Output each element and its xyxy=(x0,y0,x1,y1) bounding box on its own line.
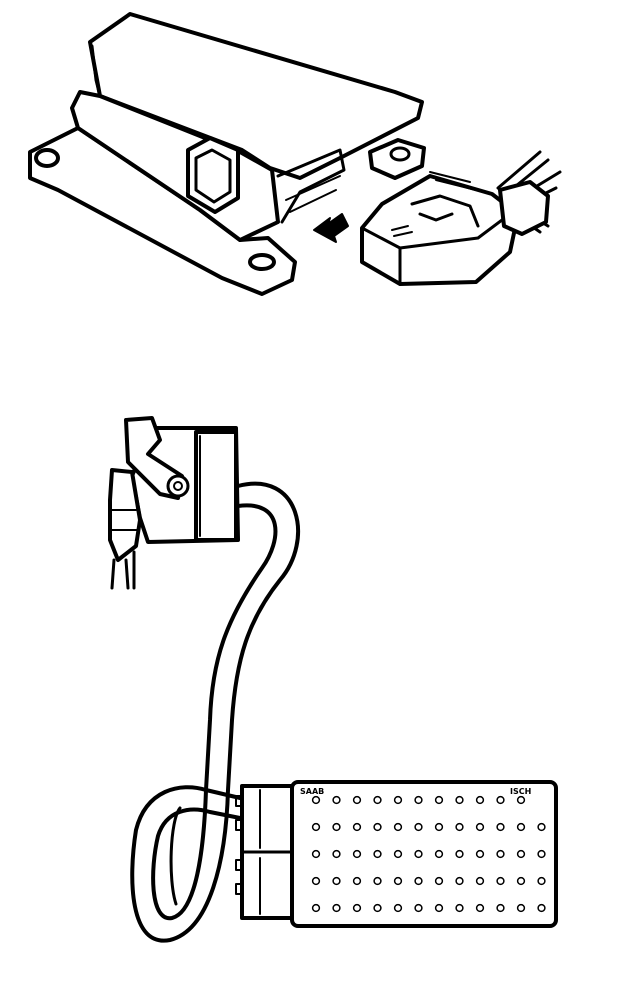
cable-inner xyxy=(151,503,278,921)
adapter-pin xyxy=(352,795,362,805)
connector-latch xyxy=(410,194,480,228)
module-lid-edge xyxy=(90,44,102,98)
adapter-pin xyxy=(414,795,423,805)
adapter-pin xyxy=(516,795,526,805)
adapter-pin xyxy=(332,822,341,832)
adapter-pin xyxy=(475,903,485,913)
adapter-pin xyxy=(537,822,546,832)
adapter-pin xyxy=(496,849,505,859)
adapter-pin xyxy=(311,903,321,913)
adapter-pin xyxy=(373,849,382,859)
adapter-plug-teeth xyxy=(235,789,261,915)
adapter-pin xyxy=(332,849,341,859)
connector-front-face xyxy=(360,212,512,286)
module-boss-inner xyxy=(194,148,232,204)
adapter-pin xyxy=(516,903,526,913)
adapter-pin xyxy=(373,822,382,832)
adapter-pin xyxy=(496,795,505,805)
control-module xyxy=(28,12,426,296)
adapter-label-right: ISCH xyxy=(510,787,531,796)
adapter-pin xyxy=(516,876,526,886)
adapter-pin xyxy=(352,876,362,886)
adapter-pin xyxy=(434,903,444,913)
right-mounting-hole xyxy=(389,146,411,162)
adapter-pin xyxy=(352,903,362,913)
front-mounting-hole xyxy=(248,253,276,271)
adapter-pin xyxy=(373,795,382,805)
adapter-board xyxy=(235,780,558,928)
adapter-pin xyxy=(475,849,485,859)
connector-body xyxy=(360,174,520,286)
adapter-label-left: SAAB xyxy=(300,787,324,796)
adapter-pin xyxy=(455,849,464,859)
adapter-board-panel xyxy=(290,780,558,928)
adapter-pin xyxy=(475,795,485,805)
adapter-pin xyxy=(537,876,546,886)
adapter-pin xyxy=(311,876,321,886)
module-socket-lines xyxy=(285,175,341,213)
lever-pivot xyxy=(166,474,190,498)
adapter-pin xyxy=(434,849,444,859)
lever-pivot-center xyxy=(173,481,183,491)
adapter-pin xyxy=(496,876,505,886)
adapter-pin xyxy=(455,876,464,886)
adapter-pin xyxy=(414,849,423,859)
adapter-pin xyxy=(332,876,341,886)
connector-pin-strip xyxy=(391,171,477,237)
adapter-pin xyxy=(352,849,362,859)
cable-loop-inner xyxy=(169,806,182,906)
adapter-pin xyxy=(393,903,403,913)
adapter-pin xyxy=(393,849,403,859)
head-cable-exit xyxy=(110,550,136,590)
adapter-pin xyxy=(434,876,444,886)
adapter-pin xyxy=(332,795,341,805)
adapter-pin xyxy=(414,903,423,913)
adapter-pin xyxy=(496,903,505,913)
adapter-pin xyxy=(434,795,444,805)
adapter-pin xyxy=(414,822,423,832)
adapter-pin xyxy=(393,822,403,832)
adapter-cable xyxy=(130,481,301,943)
adapter-pin xyxy=(516,849,526,859)
harness-connector xyxy=(360,150,562,286)
adapter-pin xyxy=(414,876,423,886)
adapter-pin xyxy=(496,822,505,832)
cable-outer xyxy=(130,481,301,943)
insert-direction-arrow xyxy=(313,213,349,243)
connector-wire-boot xyxy=(498,180,550,236)
adapter-pin xyxy=(311,795,321,805)
adapter-pin xyxy=(475,822,485,832)
head-strain-relief xyxy=(108,468,142,562)
adapter-pin xyxy=(393,795,403,805)
adapter-pin xyxy=(455,795,464,805)
module-socket xyxy=(276,148,346,224)
adapter-pin xyxy=(332,903,341,913)
adapter-pin xyxy=(373,903,382,913)
adapter-pin-grid xyxy=(311,795,546,913)
adapter-pin xyxy=(455,822,464,832)
adapter-pin xyxy=(352,822,362,832)
adapter-pin xyxy=(537,903,546,913)
adapter-pin xyxy=(434,822,444,832)
adapter-pin xyxy=(393,876,403,886)
adapter-pin xyxy=(537,849,546,859)
adapter-pin xyxy=(516,822,526,832)
adapter-pin xyxy=(455,903,464,913)
adapter-connector-head xyxy=(108,416,240,590)
head-detail xyxy=(109,509,139,531)
left-mounting-hole xyxy=(34,148,60,168)
adapter-pin xyxy=(311,849,321,859)
adapter-pin xyxy=(475,876,485,886)
head-collar xyxy=(194,430,238,542)
adapter-pin xyxy=(373,876,382,886)
adapter-pin xyxy=(311,822,321,832)
